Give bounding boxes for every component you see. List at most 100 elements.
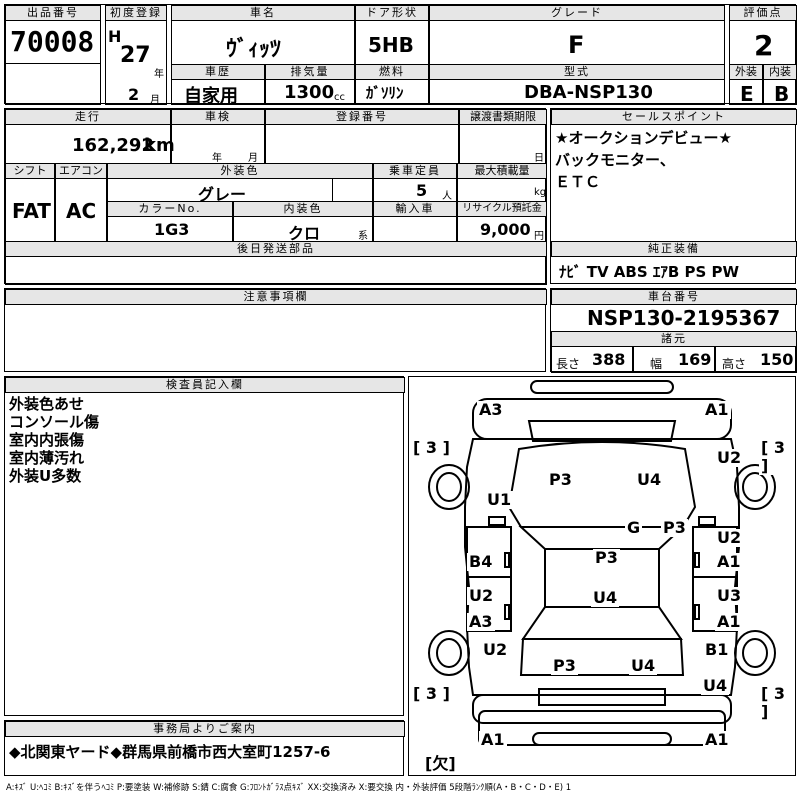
color: グレー — [198, 185, 247, 204]
notes-label: 注意事項欄 — [5, 289, 547, 305]
year-unit: 年 — [154, 69, 164, 80]
damage-u4-hood: U4 — [635, 470, 664, 489]
sales-point-label: セールスポイント — [551, 109, 797, 125]
color-label: 外装色 — [107, 163, 373, 179]
length: 388 — [592, 350, 626, 369]
damage-legend: A:ｷｽﾞ U:ﾍｺﾐ B:ｷｽﾞを伴うﾍｺﾐ P:要塗装 W:補修跡 S:錆 … — [6, 783, 572, 793]
chassis-label: 車台番号 — [551, 289, 797, 305]
later-parts-cell — [5, 256, 547, 285]
width: 169 — [678, 350, 712, 369]
height-label: 高さ — [722, 357, 747, 371]
door-type: 5HB — [368, 33, 414, 57]
load-label: 最大積載量 — [457, 163, 547, 179]
chassis-block: 車台番号 NSP130-2195367 諸元 長さ 388 幅 169 高さ 1… — [550, 288, 797, 373]
displacement: 1300 — [284, 82, 335, 103]
recycle: 9,000 — [480, 220, 531, 239]
first-reg-label: 初度登録 — [105, 5, 167, 21]
header-block: 出品番号 70008 初度登録 H 27 年 2 月 車名 ｳﾞｨｯﾂ ドア形状… — [4, 4, 797, 107]
inspector-block: 検査員記入欄 外装色あせ コンソール傷 室内内張傷 室内薄汚れ 外装U多数 — [4, 376, 405, 716]
damage-diagram: A3 A1 [ 3 ] [ 3 ] U2 U1 P3 U4 G P3 B4 U2… — [408, 376, 796, 776]
damage-p3-right-pillar: P3 — [661, 518, 688, 537]
damage-b1-right-rear-fender: B1 — [703, 640, 731, 659]
score-cell: 2 — [729, 20, 797, 65]
later-parts-label: 後日発送部品 — [5, 241, 547, 257]
damage-a1-right-front-door: A1 — [715, 552, 743, 571]
length-cell: 長さ 388 — [551, 346, 633, 373]
damage-a1-right-rear-door: A1 — [715, 612, 743, 631]
colorno: 1G3 — [154, 220, 190, 239]
damage-u2-right-front-door: U2 — [715, 528, 744, 547]
intcolor-label: 内装色 — [233, 201, 373, 217]
era: H — [108, 27, 122, 46]
interior-label: 内装 — [763, 64, 797, 80]
damage-g-windshield: G — [625, 518, 643, 537]
color-cell: グレー — [107, 178, 333, 204]
score: 2 — [754, 29, 774, 62]
specs-label: 諸元 — [551, 331, 797, 347]
width-cell: 幅 169 — [633, 346, 715, 373]
displacement-label: 排気量 — [265, 64, 355, 80]
lot-empty — [5, 63, 101, 105]
model: DBA-NSP130 — [524, 82, 653, 103]
mileage-cell: 162,292 km — [5, 124, 175, 164]
height: 150 — [760, 350, 794, 369]
load-cell: kg — [457, 178, 547, 202]
shift: FAT — [12, 199, 51, 223]
tire-tread-rear-right: [ 3 ] — [759, 685, 795, 721]
damage-b4-left-front-door: B4 — [467, 552, 495, 571]
intcolor-cell: クロ 系 — [233, 216, 373, 243]
fuel-label: 燃料 — [355, 64, 429, 80]
damage-u2-right-fender: U2 — [715, 448, 744, 467]
inspector-line: コンソール傷 — [9, 413, 100, 431]
history-label: 車歴 — [171, 64, 265, 80]
insp-year-unit: 年 — [212, 153, 222, 164]
recycle-label: リサイクル預託金 — [457, 201, 547, 217]
mileage: 162,292 — [72, 135, 154, 156]
regno-label: 登録番号 — [265, 109, 459, 125]
transfer-label: 譲渡書類期限 — [459, 109, 547, 125]
displacement-unit: cc — [334, 92, 345, 103]
capacity: 5 — [416, 181, 428, 200]
inspector-line: 室内内張傷 — [9, 431, 85, 449]
damage-u1-left-fender: U1 — [485, 490, 514, 509]
colorno-cell: 1G3 — [107, 216, 233, 242]
sales-line: バックモニター、 — [555, 151, 675, 169]
mileage-label: 走行 — [5, 109, 171, 125]
damage-u2-left-rear-fender: U2 — [481, 640, 510, 659]
grade: F — [568, 31, 585, 59]
length-label: 長さ — [556, 357, 581, 371]
damage-a1-front-right: A1 — [703, 400, 731, 419]
sales-line: ★オークションデビュー★ — [555, 129, 732, 147]
lot-label: 出品番号 — [5, 5, 101, 21]
damage-p3-hood: P3 — [547, 470, 574, 489]
history-cell: 自家用 — [171, 79, 265, 107]
interior-cell: B — [763, 79, 797, 106]
car-name-cell: ｳﾞｨｯﾂ — [171, 20, 355, 65]
reg-month: 2 — [128, 85, 140, 104]
capacity-label: 乗車定員 — [373, 163, 457, 179]
capacity-unit: 人 — [442, 191, 452, 202]
tire-tread-rear-left: [ 3 ] — [411, 684, 452, 703]
shift-cell: FAT — [5, 178, 55, 242]
door-label: ドア形状 — [355, 5, 429, 21]
intcolor: クロ — [288, 224, 321, 243]
door-cell: 5HB — [355, 20, 429, 65]
equipment-items: ﾅﾋﾞ TV ABS ｴｱB PS PW — [559, 263, 740, 281]
width-label: 幅 — [650, 357, 663, 371]
mileage-unit: km — [144, 135, 175, 156]
transfer-cell: 日 — [459, 124, 547, 164]
load-unit: kg — [534, 187, 547, 198]
inspector-list: 外装色あせ コンソール傷 室内内張傷 室内薄汚れ 外装U多数 — [9, 395, 99, 485]
car-outline-diagram — [428, 380, 776, 746]
chassis-number: NSP130-2195367 — [587, 306, 781, 330]
inspector-line: 室内薄汚れ — [9, 449, 85, 467]
office-info-block: 事務局よりご案内 ◆北関東ヤード◆群馬県前橋市西大室町1257-6 — [4, 720, 405, 776]
import-cell — [373, 216, 457, 242]
damage-u3-right-rear-door: U3 — [715, 586, 744, 605]
tire-tread-front-left: [ 3 ] — [411, 438, 452, 457]
model-cell: DBA-NSP130 — [429, 79, 725, 105]
sales-line: ＥＴＣ — [555, 173, 601, 191]
regno-cell — [265, 124, 459, 164]
recycle-cell: 9,000 円 — [457, 216, 547, 242]
damage-a3-front-left: A3 — [477, 400, 505, 419]
